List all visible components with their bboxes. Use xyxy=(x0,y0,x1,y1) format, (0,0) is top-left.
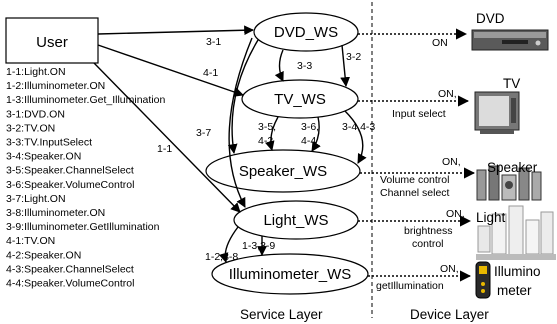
dvd-ws-label: DVD_WS xyxy=(274,24,338,41)
device-name-illuminometer-2: meter xyxy=(497,283,532,298)
step-item: 1-1:Light.ON xyxy=(6,66,66,78)
call-label-tv-2: Input select xyxy=(392,108,446,120)
call-label-speaker-3: Channel select xyxy=(380,187,450,199)
step-item: 3-7:Light.ON xyxy=(6,193,66,205)
step-item: 4-4:Speaker.VolumeControl xyxy=(6,278,134,290)
step-list: 1-1:Light.ON 1-2:Illuminometer.ON 1-3:Illu… xyxy=(6,66,165,290)
call-label-light-1: ON, xyxy=(446,208,465,220)
edge-label-4-1: 4-1 xyxy=(203,67,218,79)
light-ws-node xyxy=(233,200,359,240)
illuminometer-ws-label: Illuminometer_WS xyxy=(229,266,352,283)
edge-label-3-2: 3-2 xyxy=(346,51,361,63)
illuminometer-ws-node xyxy=(211,253,369,295)
service-layer-label: Service Layer xyxy=(240,307,323,322)
step-item: 3-6:Speaker.VolumeControl xyxy=(6,179,134,191)
step-item: 3-8:Illuminometer.ON xyxy=(6,207,105,219)
edge-label-1-3-3-9: 1-3,3-9 xyxy=(242,240,275,252)
call-label-dvd: ON xyxy=(432,37,448,49)
edge-dvd-tv-32 xyxy=(340,44,351,87)
call-label-light-3: control xyxy=(412,238,444,250)
edge-dvd-light-37 xyxy=(228,37,253,208)
call-label-tv-1: ON, xyxy=(438,88,457,100)
speaker-icon xyxy=(476,165,542,201)
step-item: 3-2:TV.ON xyxy=(6,122,55,134)
user-label: User xyxy=(36,34,68,51)
step-item: 4-1:TV.ON xyxy=(6,235,55,247)
step-item: 3-3:TV.InputSelect xyxy=(6,137,92,149)
edge-tv-speaker-34 xyxy=(344,110,367,164)
edge-label-3-4-4-3: 3-4,4-3 xyxy=(342,121,375,133)
call-label-illum-1: ON, xyxy=(440,263,459,275)
edge-light-illum-128 xyxy=(218,226,239,263)
speaker-ws-node xyxy=(205,149,361,193)
device-name-speaker: Speaker xyxy=(487,160,538,175)
edge-dvd-speaker-37 xyxy=(227,39,259,154)
dvd-player-icon xyxy=(471,29,549,51)
edge-label-3-6: 3-6, xyxy=(301,121,319,133)
illuminometer-icon xyxy=(475,261,491,299)
edge-label-3-7: 3-7 xyxy=(196,127,211,139)
edge-label-3-3: 3-3 xyxy=(297,60,312,72)
device-name-light: Light xyxy=(476,210,506,225)
step-item: 3-1:DVD.ON xyxy=(6,108,65,120)
user-box xyxy=(5,17,99,64)
step-item: 3-9:Illuminometer.GetIllumination xyxy=(6,221,160,233)
step-item: 4-3:Speaker.ChannelSelect xyxy=(6,263,134,275)
step-item: 1-3:Illuminometer.Get_Illumination xyxy=(6,94,165,106)
speaker-ws-label: Speaker_WS xyxy=(239,163,327,180)
edge-dvd-tv-33 xyxy=(274,49,284,82)
edge-user-dvd xyxy=(97,25,254,36)
call-label-speaker-2: Volume control xyxy=(380,174,449,186)
edge-label-1-1: 1-1 xyxy=(157,143,172,155)
device-name-tv: TV xyxy=(503,76,520,91)
step-item: 3-4:Speaker.ON xyxy=(6,151,81,163)
call-label-light-2: brightness xyxy=(404,225,452,237)
edge-user-tv xyxy=(97,44,244,97)
light-ws-label: Light_WS xyxy=(263,212,328,229)
call-label-speaker-1: ON, xyxy=(442,156,461,168)
edge-tv-speaker-35 xyxy=(264,116,279,151)
step-item: 3-5:Speaker.ChannelSelect xyxy=(6,165,134,177)
edge-label-3-5: 3-5, xyxy=(258,121,276,133)
dvd-ws-node xyxy=(253,12,359,52)
edge-user-light xyxy=(93,62,241,213)
device-layer-label: Device Layer xyxy=(410,307,489,322)
edge-label-4-4: 4-4 xyxy=(301,135,316,147)
call-label-illum-2: getIllumination xyxy=(376,280,444,292)
tv-ws-label: TV_WS xyxy=(274,91,326,108)
edge-tv-speaker-36 xyxy=(311,116,321,152)
device-name-illuminometer-1: Illumino xyxy=(494,264,541,279)
step-item: 1-2:Illuminometer.ON xyxy=(6,80,105,92)
device-name-dvd: DVD xyxy=(476,11,505,26)
edge-label-1-2-3-8: 1-2,3-8 xyxy=(205,251,238,263)
edge-label-4-2: 4-2 xyxy=(258,135,273,147)
edge-label-3-1: 3-1 xyxy=(206,36,221,48)
step-item: 4-2:Speaker.ON xyxy=(6,249,81,261)
tv-icon xyxy=(474,91,520,134)
light-icon xyxy=(476,205,556,260)
tv-ws-node xyxy=(241,79,359,119)
